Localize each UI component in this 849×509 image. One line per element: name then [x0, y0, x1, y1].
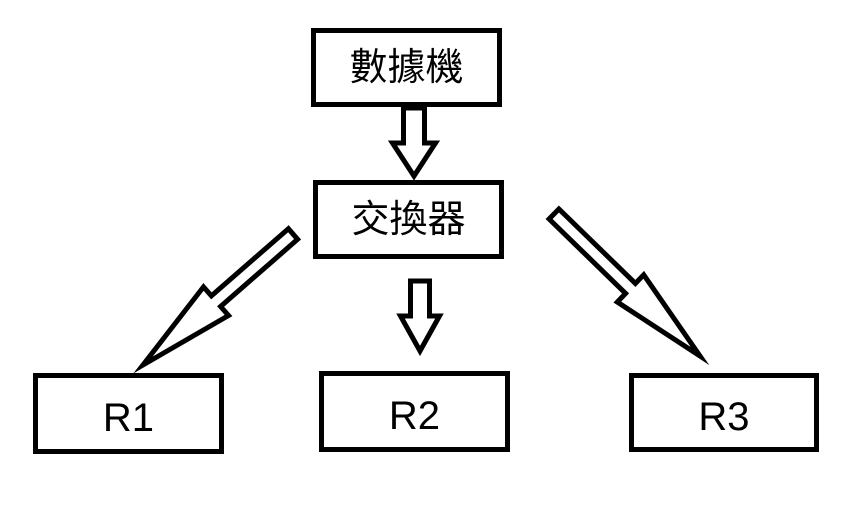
- node-r2: R2: [319, 371, 510, 452]
- node-r1: R1: [33, 373, 224, 454]
- node-switch-label: 交換器: [351, 198, 466, 241]
- node-r3: R3: [629, 373, 819, 452]
- arrow-switch-to-r1-icon: [133, 225, 302, 374]
- arrow-switch-to-r2-icon: [396, 278, 444, 357]
- node-r2-label: R2: [388, 393, 441, 438]
- node-r3-label: R3: [698, 394, 750, 439]
- node-modem: 數據機: [311, 28, 502, 107]
- node-modem-label: 數據機: [349, 46, 464, 89]
- node-switch: 交換器: [313, 180, 504, 259]
- node-r1-label: R1: [102, 395, 155, 440]
- arrow-switch-to-r3-icon: [545, 205, 710, 366]
- arrow-modem-to-switch-icon: [387, 105, 441, 181]
